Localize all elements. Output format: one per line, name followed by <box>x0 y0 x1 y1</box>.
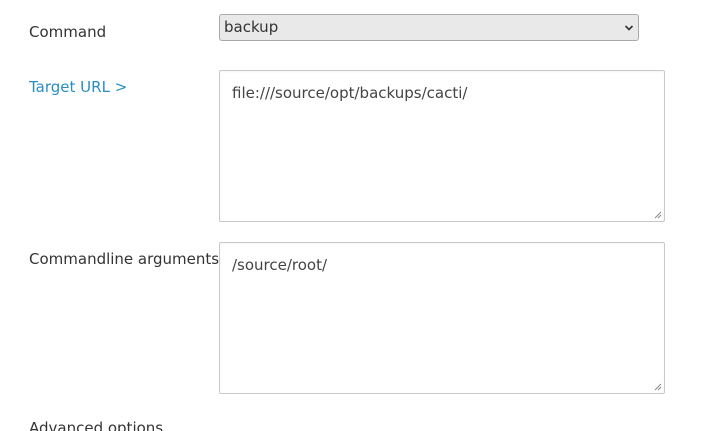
command-select-value: backup <box>224 18 279 36</box>
arguments-label: Commandline arguments <box>29 250 220 268</box>
resize-grip-icon[interactable] <box>652 381 662 391</box>
target-url-value: file:///source/opt/backups/cacti/ <box>232 84 468 102</box>
target-url-toggle[interactable]: Target URL > <box>29 78 128 96</box>
chevron-down-icon <box>624 25 634 31</box>
target-url-textarea[interactable]: file:///source/opt/backups/cacti/ <box>219 70 665 222</box>
arguments-value: /source/root/ <box>232 256 328 274</box>
advanced-options-label[interactable]: Advanced options <box>29 419 164 431</box>
command-select[interactable]: backup <box>219 14 639 41</box>
resize-grip-icon[interactable] <box>652 209 662 219</box>
arguments-textarea[interactable]: /source/root/ <box>219 242 665 394</box>
command-label: Command <box>29 23 107 41</box>
